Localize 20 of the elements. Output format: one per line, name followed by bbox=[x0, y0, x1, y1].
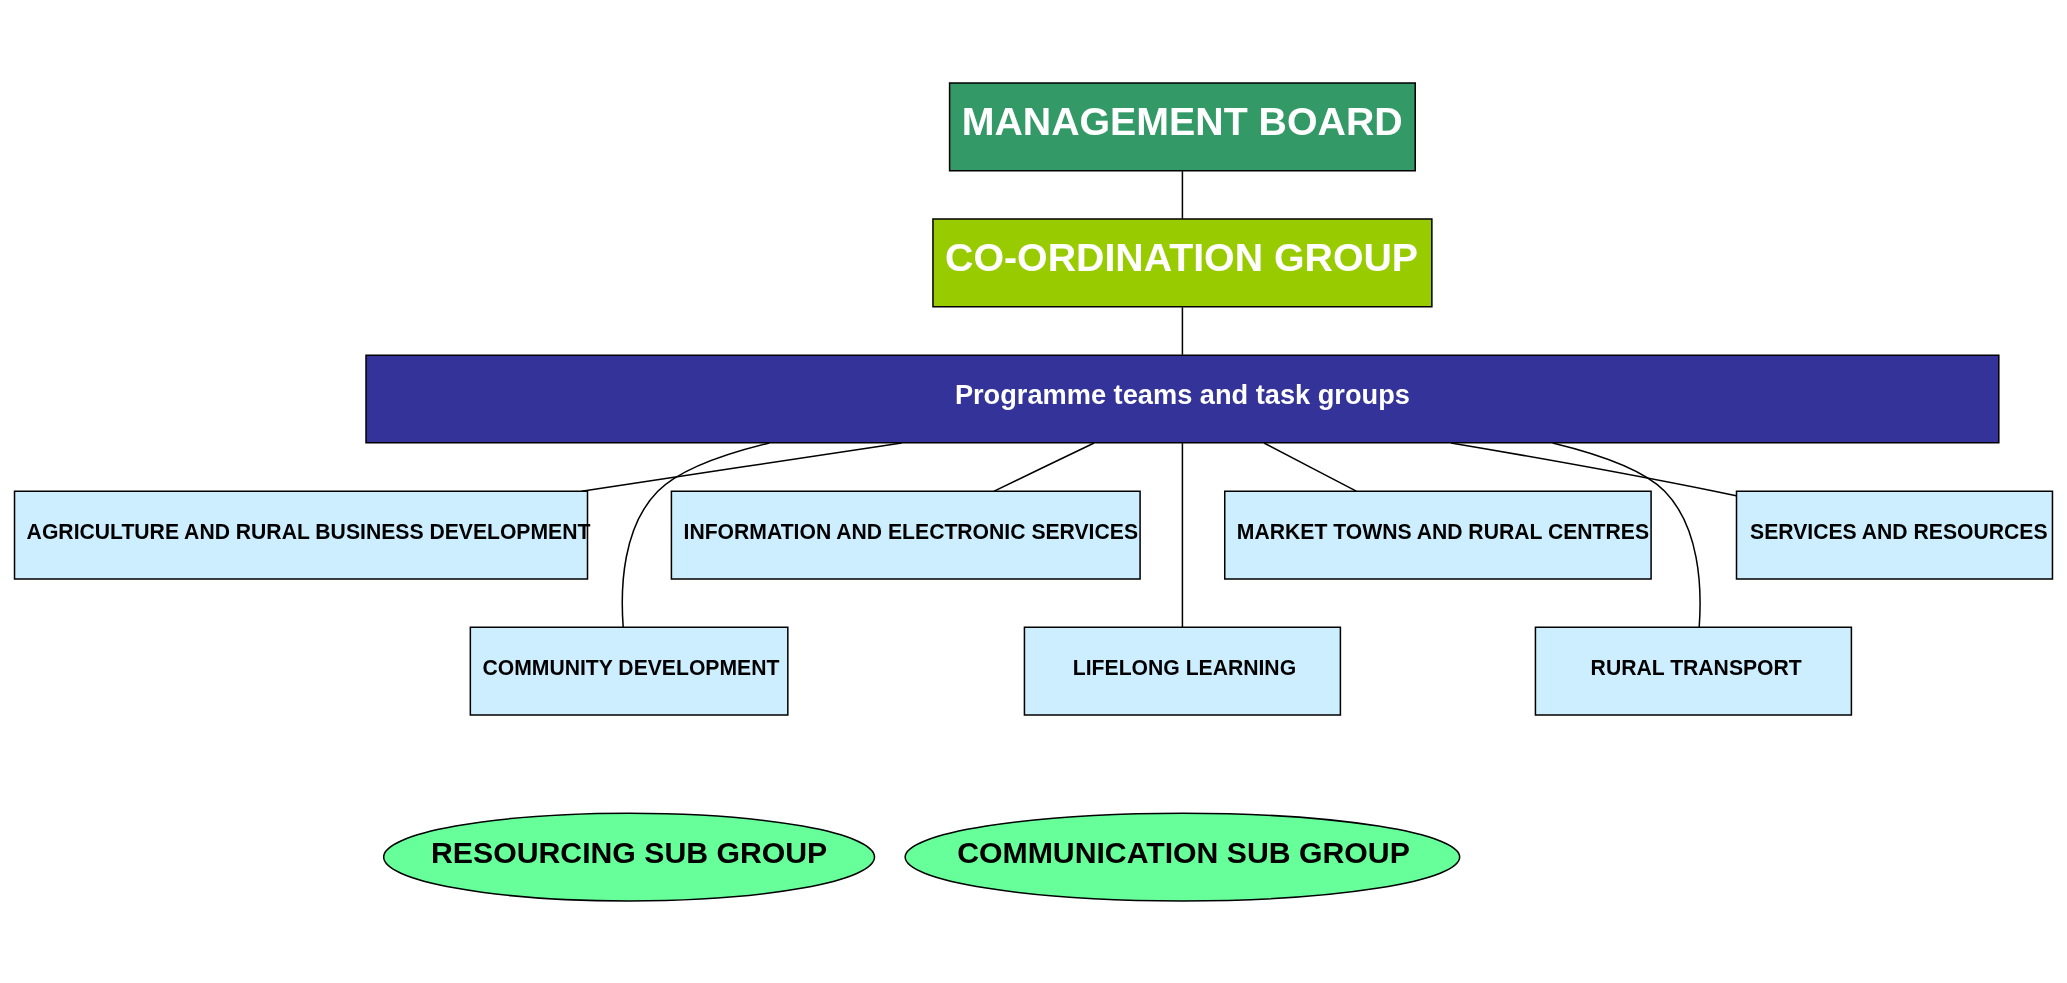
node-box: Programme teams and task groups bbox=[365, 353, 2000, 444]
connector bbox=[1181, 441, 1184, 628]
connector bbox=[580, 441, 903, 492]
node-box: RURAL TRANSPORT bbox=[1534, 626, 1853, 716]
connector bbox=[1181, 306, 1184, 355]
connector bbox=[1263, 441, 1358, 492]
node-ellipse: COMMUNICATION SUB GROUP bbox=[904, 812, 1461, 902]
connector bbox=[1551, 441, 1701, 628]
node-box: LIFELONG LEARNING bbox=[1023, 626, 1342, 716]
node-box: COMMUNITY DEVELOPMENT bbox=[469, 626, 789, 716]
node-box: SERVICES AND RESOURCES bbox=[1735, 490, 2054, 580]
connector bbox=[621, 441, 771, 628]
connector bbox=[993, 441, 1095, 492]
connector bbox=[1450, 441, 1737, 496]
node-box: MANAGEMENT BOARD bbox=[948, 81, 1416, 171]
node-box: CO-ORDINATION GROUP bbox=[932, 217, 1433, 308]
connector bbox=[1181, 169, 1184, 219]
node-box: INFORMATION AND ELECTRONIC SERVICES bbox=[670, 490, 1141, 580]
node-box: MARKET TOWNS AND RURAL CENTRES bbox=[1224, 490, 1652, 580]
node-ellipse: RESOURCING SUB GROUP bbox=[382, 812, 876, 902]
